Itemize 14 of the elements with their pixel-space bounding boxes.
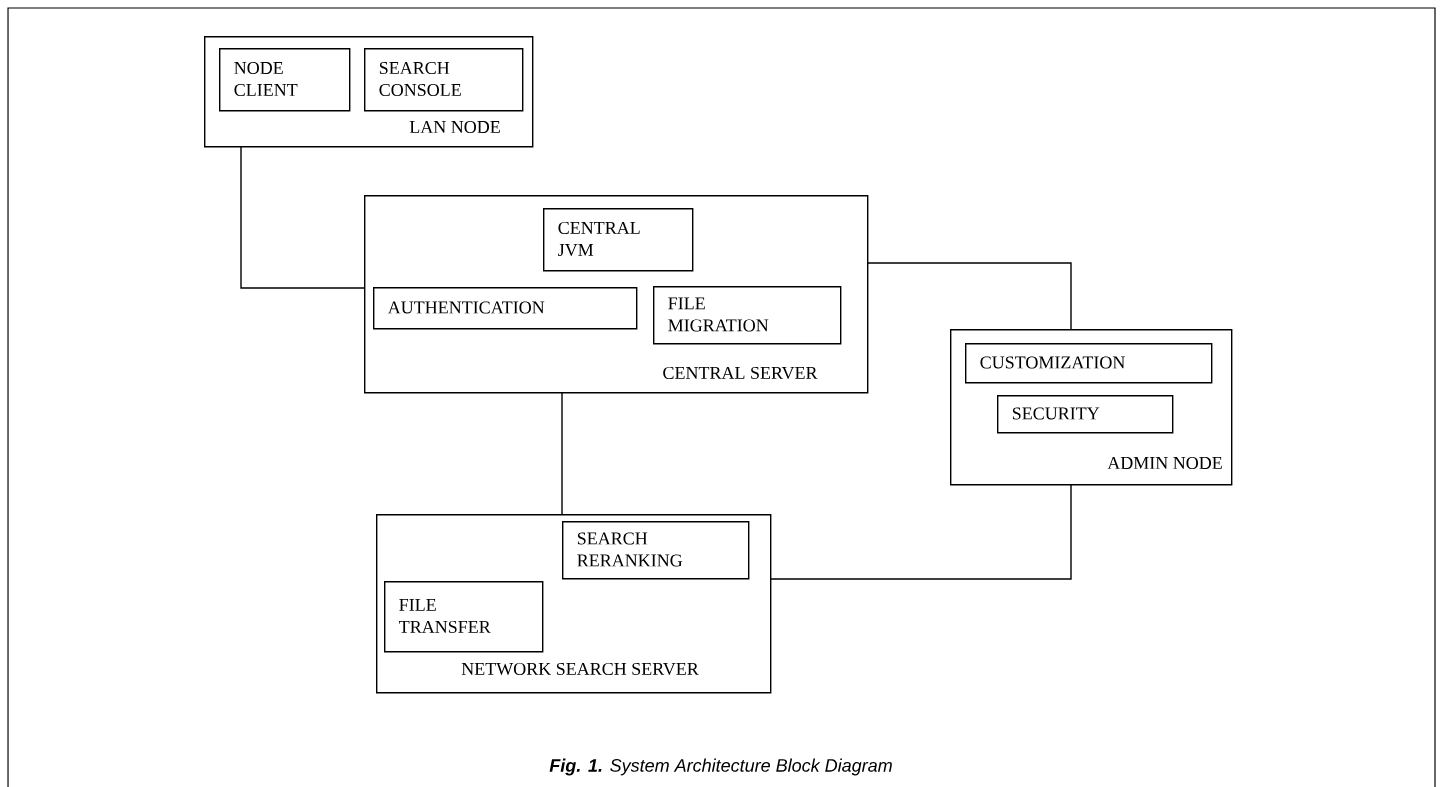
figure-caption: Fig. 1. System Architecture Block Diagram	[549, 758, 892, 776]
component-box: FILE TRANSFER	[384, 581, 544, 653]
connector-line	[866, 262, 1072, 330]
component-box: SEARCH RERANKING	[562, 521, 750, 580]
component-box: CUSTOMIZATION	[965, 343, 1213, 384]
connector-line	[561, 391, 563, 515]
component-box: NODE CLIENT	[219, 48, 351, 112]
component-box: SEARCH CONSOLE	[364, 48, 524, 112]
connector-line	[769, 483, 1072, 580]
component-box: CENTRAL JVM	[543, 208, 694, 272]
component-box: AUTHENTICATION	[373, 287, 638, 330]
connector-line	[240, 145, 365, 289]
component-box: SECURITY	[997, 395, 1174, 434]
component-box: FILE MIGRATION	[653, 286, 842, 345]
